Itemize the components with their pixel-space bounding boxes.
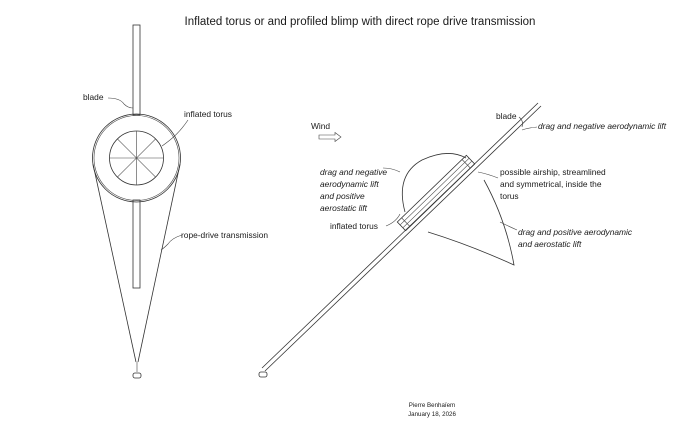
upper-force-line-4: aerostatic lift xyxy=(320,203,368,213)
airship-note-line-1: possible airship, streamlined xyxy=(500,167,606,177)
left-rope-line-right xyxy=(137,163,181,363)
lower-force-leader xyxy=(499,221,518,231)
right-anchor xyxy=(258,371,268,378)
left-rope-leader xyxy=(160,234,183,251)
lower-force-line-1: drag and positive aerodynamic xyxy=(518,227,633,237)
lower-force-line-2: and aerostatic lift xyxy=(518,239,582,249)
right-lower-profile xyxy=(427,179,515,266)
right-shaft-line-a xyxy=(264,105,542,372)
diagram-title: Inflated torus or and profiled blimp wit… xyxy=(185,16,536,28)
right-torus-group xyxy=(396,154,476,232)
upper-force-line-3: and positive xyxy=(320,191,365,201)
left-torus-leader xyxy=(161,119,189,147)
wind-label: Wind xyxy=(311,121,330,131)
left-torus-label: inflated torus xyxy=(184,109,232,119)
upper-force-line-2: aerodynamic lift xyxy=(320,179,379,189)
right-torus-leader xyxy=(385,213,401,227)
left-lower-blade xyxy=(132,199,141,289)
airship-note-line-2: and symmetrical, inside the xyxy=(500,179,602,189)
left-upper-blade xyxy=(132,24,141,116)
airship-note-line-3: torus xyxy=(500,191,519,201)
left-blade-label: blade xyxy=(83,92,104,102)
left-anchor xyxy=(132,372,142,379)
right-figure: Wind blade drag and negative aerodynamic… xyxy=(258,102,667,378)
airship-note-leader xyxy=(477,171,499,179)
right-blade-force-leader xyxy=(521,126,538,131)
right-shaft-line-b xyxy=(261,102,539,369)
right-torus-label: inflated torus xyxy=(330,221,378,231)
right-upper-profile xyxy=(401,153,467,213)
wind-arrow-icon xyxy=(318,131,342,143)
right-blade-leader xyxy=(518,116,523,128)
left-torus-outer-inner xyxy=(93,115,180,201)
left-rope-line-left xyxy=(92,163,137,363)
right-blade-force: drag and negative aerodynamic lift xyxy=(538,121,667,131)
right-torus-body xyxy=(396,154,476,232)
upper-force-leader xyxy=(382,167,401,173)
author-name: Pierre Benhaïem xyxy=(409,402,455,409)
left-torus-outer xyxy=(92,113,181,203)
right-blade-label: blade xyxy=(496,111,517,121)
left-rope-label: rope-drive transmission xyxy=(181,230,268,240)
author-date: January 18, 2026 xyxy=(408,411,456,418)
left-figure: blade inflated torus rope-drive transmis… xyxy=(83,24,268,379)
left-hub-spokes xyxy=(109,131,164,185)
upper-force-line-1: drag and negative xyxy=(320,167,387,177)
left-blade-leader xyxy=(107,97,134,109)
